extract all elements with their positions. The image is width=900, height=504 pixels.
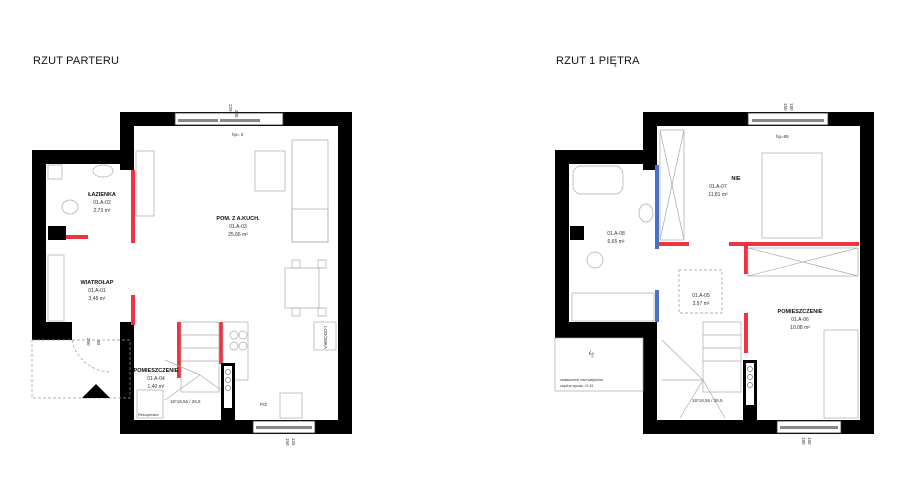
- window-dim: 150: [783, 103, 788, 111]
- first-stairs: [661, 321, 742, 419]
- room-area: 1,40 m²: [148, 384, 165, 390]
- window-dim: 180: [801, 437, 806, 445]
- room-area: 11,81 m²: [708, 192, 728, 198]
- room-name: POM. Z A.KUCH.: [216, 216, 260, 222]
- ground-floor-plan: ŁAZIENKA 01.A-02 2,73 m² POM. Z A.KUCH. …: [31, 104, 352, 446]
- window-dim: 125: [291, 438, 296, 446]
- room-id: 01.A-05: [692, 293, 710, 299]
- fridge-small-label: P/Z: [260, 402, 267, 407]
- room-area: 2,73 m²: [94, 208, 111, 214]
- door-dim: 90: [96, 340, 101, 346]
- canopy-note: rzędna spodu +2,51: [560, 384, 594, 388]
- room-area: 25,66 m²: [228, 232, 248, 238]
- stairs-label: 16*18,56 / 26,5: [170, 399, 201, 404]
- recuperator-label: Rekuperator: [138, 413, 160, 417]
- room-name: WIATROŁAP: [81, 280, 114, 286]
- room-area: 10,08 m²: [790, 325, 810, 331]
- room-id: 01.A-01: [88, 288, 106, 294]
- entrance-arrow-icon: [82, 384, 110, 398]
- room-id: 01.A-04: [147, 376, 165, 382]
- window-dim: 150: [807, 437, 812, 445]
- first-floor-title: RZUT 1 PIĘTRA: [556, 55, 640, 67]
- room-area: 3,97 m²: [693, 301, 710, 307]
- room-id: 01.A-08: [607, 231, 625, 237]
- room-name: ŁAZIENKA: [88, 192, 116, 198]
- room-name: POMIESZCZENIE: [134, 368, 179, 374]
- room-id: 01.A-02: [93, 200, 111, 206]
- room-id: 01.A-07: [709, 184, 727, 190]
- room-area: 6,65 m²: [608, 239, 625, 245]
- canopy-note: zadaszenie nad wejściem: [560, 378, 603, 382]
- room-name: POMIESZCZENIE: [778, 309, 823, 315]
- room-id: 01.A-03: [229, 224, 247, 230]
- first-floor-plan: NIE 01.A-07 11,81 m² 01.A-08 6,65 m² 01.…: [554, 103, 874, 445]
- stairs-label: 16*18,56 / 26,5: [692, 398, 723, 403]
- room-area: 3,48 m²: [89, 296, 106, 302]
- window-dim: 300: [234, 110, 239, 118]
- window-hp: hp=85: [776, 134, 789, 139]
- room-name: NIE: [731, 176, 741, 182]
- fridge-label: LODÓWKA: [323, 326, 329, 349]
- window-hp: hp= 0: [232, 132, 244, 137]
- window-dim: 150: [285, 438, 290, 446]
- roof-slope: -2°: [587, 350, 593, 358]
- ground-floor-title: RZUT PARTERU: [33, 55, 120, 67]
- window-dim: 180: [789, 103, 794, 111]
- window-dim: 229: [228, 104, 233, 112]
- door-dim: 250: [86, 338, 91, 346]
- room-id: 01.A-06: [791, 317, 809, 323]
